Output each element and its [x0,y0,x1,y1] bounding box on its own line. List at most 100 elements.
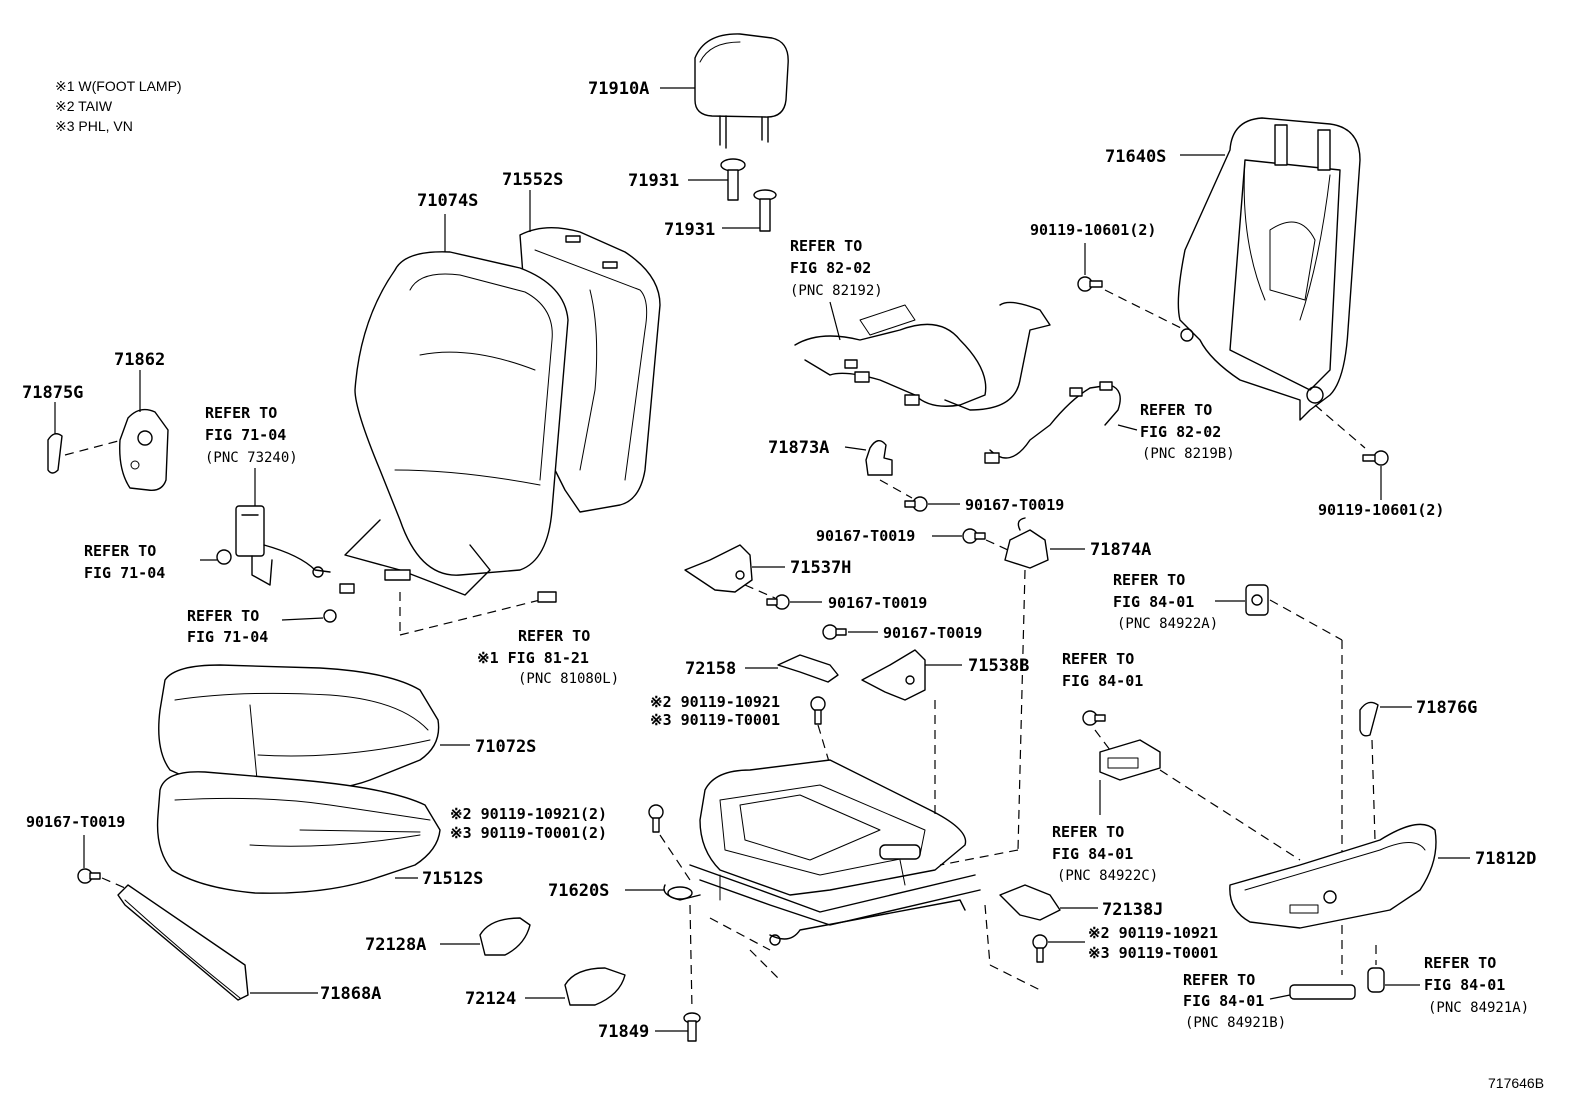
wire-harness-lower [984,381,1121,464]
ref5-line1: REFER TO [187,607,259,625]
label-90119-10921-b: ※2 90119-10921(2) [450,805,607,823]
ref10-line3: (PNC 84921B) [1185,1015,1286,1031]
label-71874A: 71874A [1090,540,1151,560]
label-90167-T0019-a: 90167-T0019 [965,496,1064,514]
side-cover-drawing [119,408,169,491]
note-2: ※2 TAIW [55,98,113,114]
seatbelt-buckle-drawing [235,505,355,594]
ref3-line1: REFER TO [205,404,277,422]
refer-block-7: REFER TO FIG 84-01 (PNC 84922A) [1113,571,1218,632]
figure-id: 717646B [1488,1075,1544,1091]
bracket-71538B-drawing [861,649,926,701]
ref4-line1: REFER TO [84,542,156,560]
ref10-line2: FIG 84-01 [1183,992,1264,1010]
ref10-line1: REFER TO [1183,971,1255,989]
screw-icon [77,868,101,884]
label-72158: 72158 [685,659,736,679]
clip-71873A-drawing [865,440,893,476]
lever-72138J-drawing [999,884,1061,921]
label-90167-T0019-b: 90167-T0019 [816,527,915,545]
buckle-nut [216,549,232,565]
clip-71876G-drawing [1359,701,1379,737]
bolt-icon [1077,276,1103,292]
screw-icon [962,528,986,544]
label-71552S: 71552S [502,170,563,190]
refer-block-11: REFER TO FIG 84-01 (PNC 84921A) [1424,954,1529,1016]
label-71873A: 71873A [768,438,829,458]
bolt-icon [1032,934,1048,963]
label-71931-upper: 71931 [628,171,679,191]
label-72138J: 72138J [1102,900,1163,920]
label-71640S: 71640S [1105,147,1166,167]
label-90119-T0001-b: ※3 90119-T0001(2) [450,824,607,842]
refer-block-1: REFER TO FIG 82-02 (PNC 82192) [790,237,883,299]
bolt-ref-block-b: ※2 90119-10921(2) ※3 90119-T0001(2) [450,805,607,842]
seatback-frame-drawing [1177,117,1361,421]
switch-84922A-drawing [1245,584,1269,616]
label-71072S: 71072S [475,737,536,757]
ref6-line1: REFER TO [518,627,590,645]
pin-71849-drawing [683,1012,701,1042]
refer-block-5: REFER TO FIG 71-04 [187,607,268,646]
front-trim-drawing [117,884,249,1001]
label-71875G: 71875G [22,383,83,403]
note-1: ※1 W(FOOT LAMP) [55,78,182,94]
ref4-line2: FIG 71-04 [84,564,165,582]
clip-71874A-drawing [1004,517,1049,569]
label-90119-10921-c: ※2 90119-10921 [1088,924,1218,942]
seat-cushion-cover-drawing [158,664,440,792]
bolt-icon [648,804,664,833]
variant-notes: ※1 W(FOOT LAMP) ※2 TAIW ※3 PHL, VN [55,78,182,134]
seat-track-drawing [663,759,981,946]
bracket-71537H-drawing [684,544,753,593]
side-shield-drawing [1229,823,1437,929]
label-71849: 71849 [598,1022,649,1042]
label-71868A: 71868A [320,984,381,1004]
refer-block-4: REFER TO FIG 71-04 [84,542,165,582]
ref2-line2: FIG 82-02 [1140,423,1221,441]
headrest-drawing [694,33,789,149]
ref8-line1: REFER TO [1062,650,1134,668]
ref9-line1: REFER TO [1052,823,1124,841]
ref11-line1: REFER TO [1424,954,1496,972]
foot-lamp-connector [537,591,557,603]
screw-icon [904,496,928,512]
label-71812D: 71812D [1475,849,1536,869]
label-71538B: 71538B [968,656,1029,676]
bolt-icon [810,696,826,725]
label-72128A: 72128A [365,935,426,955]
label-71512S: 71512S [422,869,483,889]
cover-72124-drawing [564,967,626,1006]
ref6-line2: ※1 FIG 81-21 [477,649,589,667]
bolt-ref-block-a: ※2 90119-10921 ※3 90119-T0001 [650,693,780,729]
refer-block-10: REFER TO FIG 84-01 (PNC 84921B) [1183,971,1286,1031]
label-71862: 71862 [114,350,165,370]
ref8-line2: FIG 84-01 [1062,672,1143,690]
lever-72158-drawing [777,654,839,683]
ref7-line1: REFER TO [1113,571,1185,589]
bolt-icon [1362,450,1389,466]
ref9-line2: FIG 84-01 [1052,845,1133,863]
seat-cushion-pad-drawing [156,771,441,894]
ref11-line2: FIG 84-01 [1424,976,1505,994]
ref3-line3: (PNC 73240) [205,450,298,466]
label-71620S: 71620S [548,881,609,901]
buckle-clip [323,609,337,623]
ref1-line1: REFER TO [790,237,862,255]
label-71537H: 71537H [790,558,851,578]
seatback-cover-drawing [344,251,569,596]
label-90119-T0001-c: ※3 90119-T0001 [1088,944,1218,962]
headrest-support-drawing [720,158,777,232]
refer-block-8: REFER TO FIG 84-01 [1062,650,1143,690]
knob-84921A-drawing [1367,967,1385,993]
ref1-line3: (PNC 82192) [790,283,883,299]
ref7-line2: FIG 84-01 [1113,593,1194,611]
bolt-ref-block-c: ※2 90119-10921 ※3 90119-T0001 [1088,924,1218,962]
wire-harness-upper [794,301,1051,411]
note-3: ※3 PHL, VN [55,118,133,134]
refer-block-6: REFER TO ※1 FIG 81-21 (PNC 81080L) [477,627,619,687]
ref7-line3: (PNC 84922A) [1117,616,1218,632]
ref11-line3: (PNC 84921A) [1428,1000,1529,1016]
screw-icon [766,594,790,610]
label-90167-T0019-c: 90167-T0019 [828,594,927,612]
